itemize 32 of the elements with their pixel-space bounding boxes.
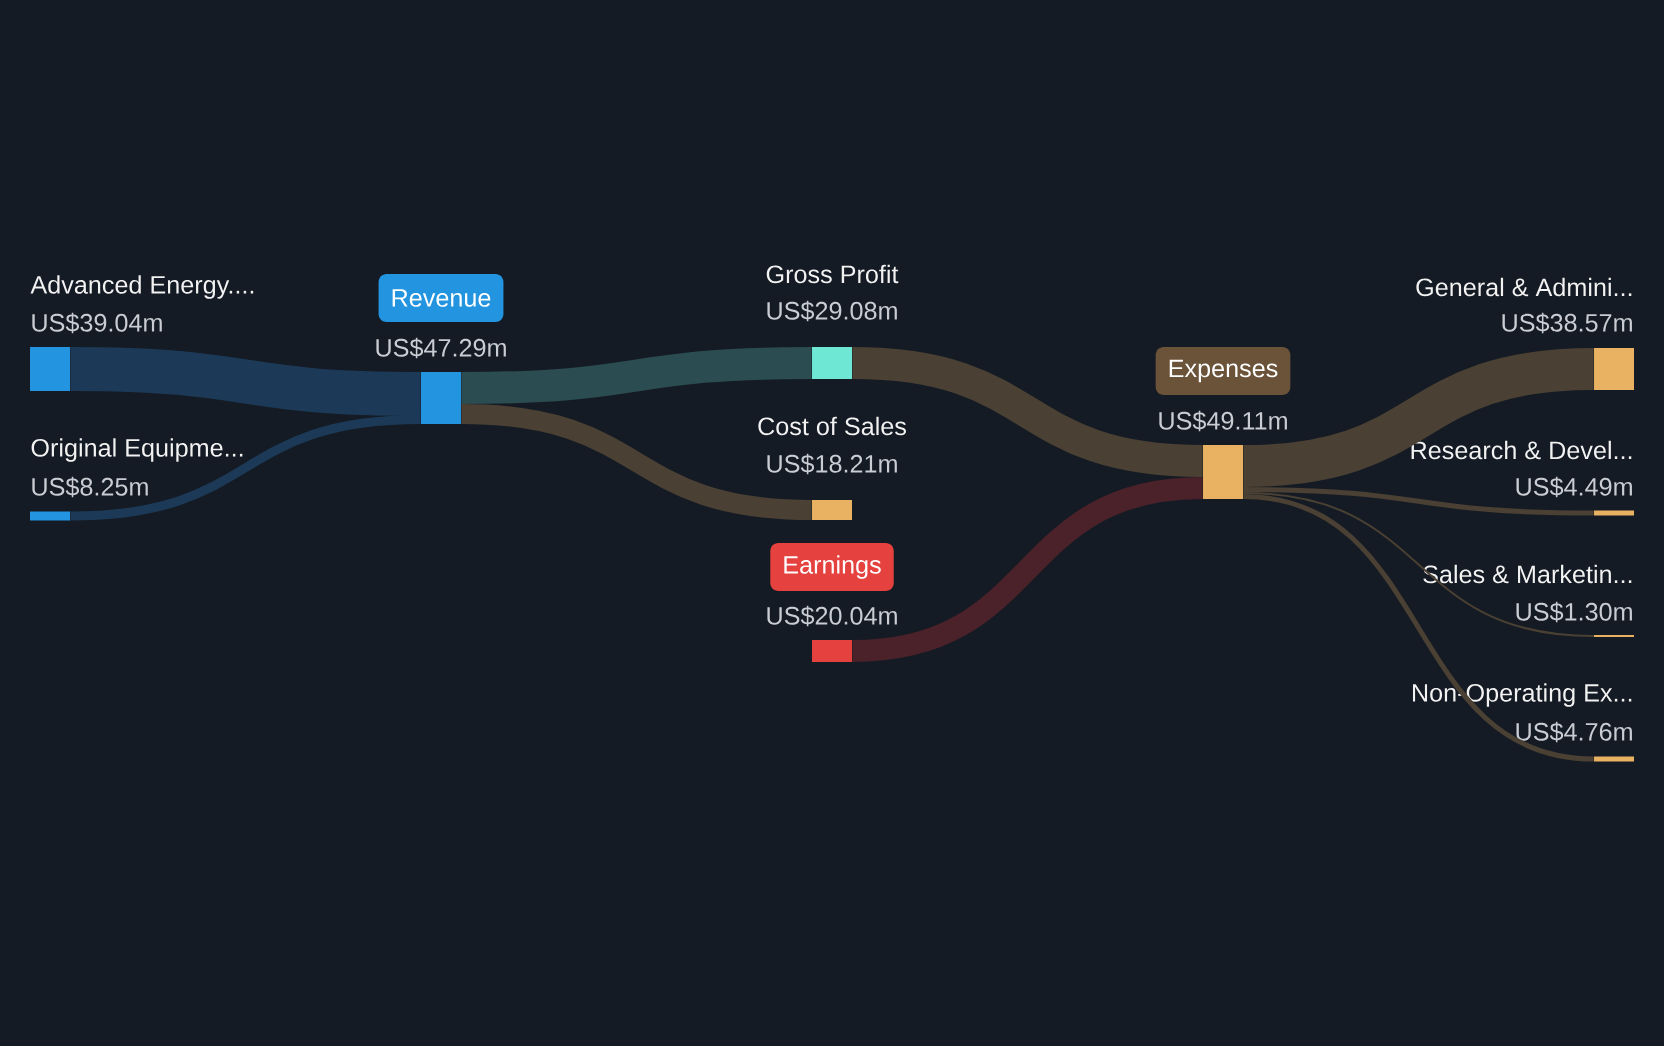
node-label: Original Equipme... — [31, 438, 243, 462]
value-label: US$39.04m — [32, 312, 162, 334]
value-label: US$4.76m — [1516, 721, 1632, 743]
flow-band — [1243, 487, 1594, 516]
node-label: Sales & Marketin... — [1423, 564, 1632, 584]
flow-band — [1242, 492, 1595, 637]
node-label: Advanced Energy.... — [30, 275, 254, 299]
value-label: US$47.29m — [376, 337, 506, 359]
flow-band — [460, 404, 813, 520]
value-label: US$49.11m — [1159, 410, 1287, 432]
node-label: General & Admini... — [1416, 277, 1632, 297]
node-label: Non-Operating Ex... — [1413, 683, 1632, 707]
flow-band — [851, 477, 1204, 662]
pill-label: Revenue — [378, 274, 504, 322]
flow-band — [70, 347, 421, 416]
value-label: US$1.30m — [1516, 601, 1632, 623]
pill-label: Earnings — [770, 543, 894, 591]
flow-band — [70, 415, 421, 521]
value-label: US$29.08m — [767, 300, 897, 322]
flow-band — [851, 347, 1204, 477]
value-label: US$18.21m — [767, 453, 897, 475]
value-label: US$4.49m — [1516, 476, 1632, 498]
node-label: Research & Devel... — [1411, 440, 1632, 460]
pill-label: Expenses — [1155, 347, 1291, 395]
flow-band — [1243, 494, 1594, 762]
value-label: US$20.04m — [767, 605, 897, 627]
value-label: US$8.25m — [32, 476, 148, 498]
flow-band — [461, 347, 812, 404]
node-label: Gross Profit — [766, 264, 899, 284]
flow-band — [1242, 348, 1595, 487]
node-label: Cost of Sales — [758, 416, 906, 436]
value-label: US$38.57m — [1502, 312, 1632, 334]
